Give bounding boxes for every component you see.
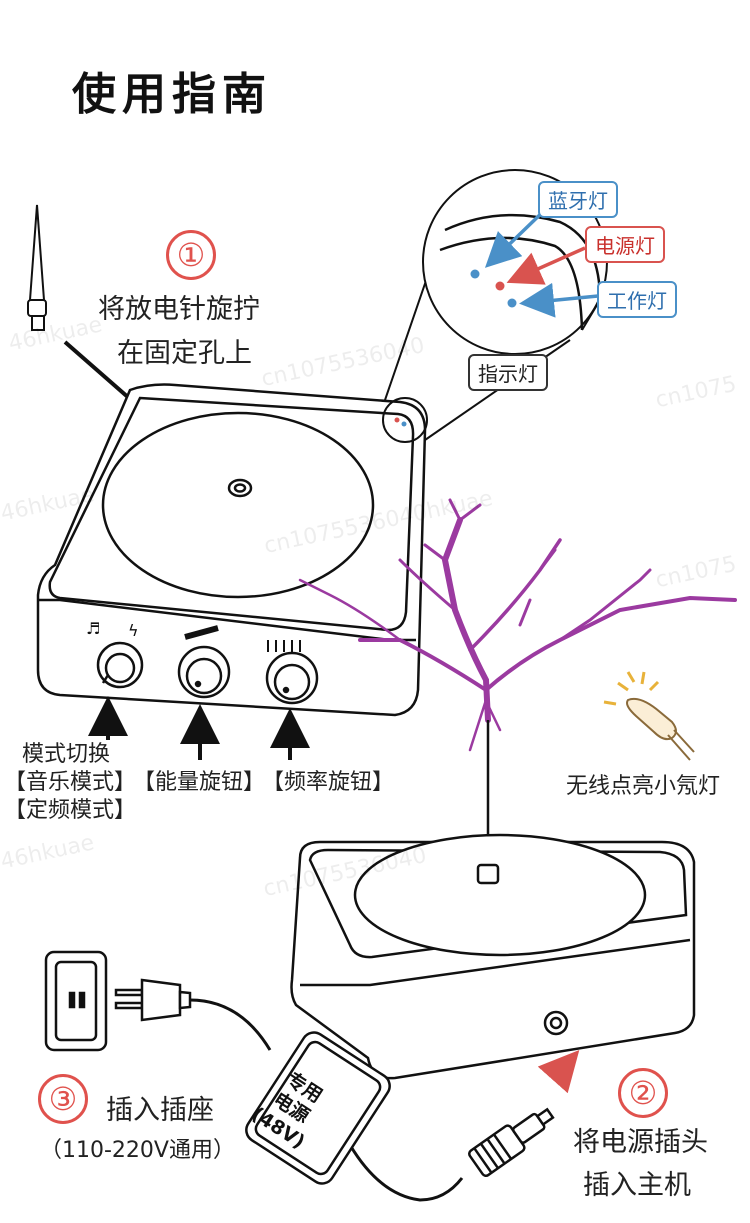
work-led-label: 工作灯 — [597, 281, 677, 318]
work-led-icon — [507, 298, 517, 308]
indicator-label: 指示灯 — [468, 354, 548, 391]
step-3-number: ③ — [38, 1074, 88, 1124]
mode-fixed-label: 【定频模式】 — [4, 798, 137, 823]
discharge-needle-icon — [27, 204, 47, 331]
step-1-number: ① — [166, 230, 216, 280]
lightning-icon: ϟ — [128, 621, 139, 640]
music-note-icon: ♬ — [86, 619, 100, 638]
step-1-line-1: 将放电针旋拧 — [98, 294, 260, 325]
main-unit-bottom — [290, 720, 696, 1080]
freq-knob-label: 【频率旋钮】 — [262, 770, 395, 795]
page-title: 使用指南 — [72, 69, 272, 120]
bluetooth-led-label: 蓝牙灯 — [538, 181, 618, 218]
neon-lamp-icon — [603, 671, 695, 761]
step-2-line-1: 将电源插头 — [573, 1127, 708, 1158]
mode-knob-icon — [96, 641, 144, 689]
mode-music-label: 【音乐模式】 — [4, 770, 137, 795]
dc-plug-icon — [468, 1107, 555, 1178]
bluetooth-led-icon — [470, 269, 480, 279]
power-adapter-icon — [245, 1031, 391, 1185]
step-1-line-2: 在固定孔上 — [117, 338, 252, 369]
step-3-line-2: （110-220V通用） — [40, 1138, 235, 1163]
energy-knob-icon — [177, 645, 231, 699]
main-unit-top — [36, 383, 427, 717]
mode-switch-title: 模式切换 — [22, 742, 111, 767]
step-3-line-1: 插入插座 — [106, 1095, 214, 1126]
mains-plug-icon — [114, 978, 192, 1022]
plasma-arc — [298, 498, 737, 752]
step-2-line-2: 插入主机 — [583, 1170, 691, 1201]
power-led-icon — [495, 281, 505, 291]
freq-knob-icon — [265, 651, 319, 705]
step-2-number: ② — [618, 1068, 668, 1118]
wall-socket-icon — [44, 950, 108, 1052]
energy-knob-label: 【能量旋钮】 — [133, 770, 266, 795]
neon-lamp-label: 无线点亮小氖灯 — [566, 774, 721, 799]
power-led-label: 电源灯 — [585, 226, 665, 263]
